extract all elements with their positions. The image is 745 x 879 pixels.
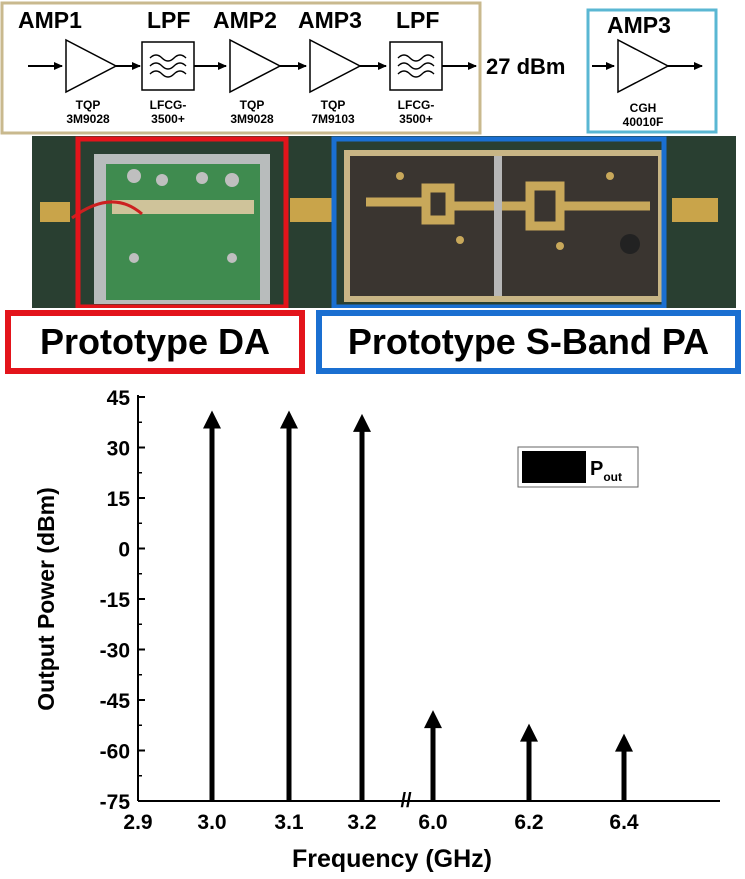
- filter-icon-lpf2: [389, 41, 443, 91]
- part-number: CGH: [630, 101, 657, 115]
- part-number: 3M9028: [230, 112, 274, 126]
- amplifier-icon-amp2: [229, 38, 282, 94]
- part-number: 7M9103: [311, 112, 355, 126]
- y-tick-label: 45: [107, 387, 131, 410]
- part-number: TQP: [240, 98, 265, 112]
- arrow-head-icon: [280, 410, 298, 429]
- prototype-pa-label: Prototype S-Band PA: [316, 310, 741, 374]
- part-number: 3M9028: [66, 112, 110, 126]
- y-tick-label: 15: [107, 488, 131, 511]
- output-level-label: 27 dBm: [486, 54, 565, 79]
- stage-label-amp2: AMP2: [213, 7, 277, 33]
- stage-label-lpf1: LPF: [147, 7, 190, 33]
- axis-break-marker: //: [400, 790, 412, 812]
- output-power-chart: Output Power (dBm) Frequency (GHz) 45 30 1…: [33, 387, 720, 873]
- arrow-head-icon: [203, 410, 221, 429]
- legend: Pout: [517, 446, 639, 488]
- y-tick-label: -75: [100, 791, 131, 814]
- y-tick-label: -30: [100, 640, 130, 663]
- filter-icon-lpf1: [141, 41, 195, 91]
- x-tick-label: 6.0: [418, 811, 447, 834]
- x-tick-label: 6.2: [514, 811, 543, 834]
- prototype-photo: [32, 136, 736, 308]
- x-tick-label: 3.2: [347, 811, 376, 834]
- part-number: 3500+: [399, 112, 433, 126]
- part-number: LFCG-: [398, 98, 435, 112]
- pa-highlight-frame: [331, 136, 667, 308]
- arrow-head-icon: [424, 710, 442, 729]
- part-number: 40010F: [623, 115, 664, 129]
- stage-label-amp1: AMP1: [18, 7, 82, 33]
- y-tick-label: 0: [118, 539, 130, 562]
- stage-label-lpf2: LPF: [396, 7, 439, 33]
- da-board-image: [71, 154, 270, 304]
- y-tick-label: 30: [107, 438, 130, 461]
- block-diagram: AMP1 LPF AMP2 AMP3 LPF AMP3 27 dBm TQP 3…: [0, 1, 718, 135]
- part-number: TQP: [76, 98, 101, 112]
- x-tick-label: 3.1: [274, 811, 304, 834]
- y-axis-label: Output Power (dBm): [33, 487, 59, 711]
- part-number: 3500+: [151, 112, 185, 126]
- amplifier-icon-amp1: [65, 38, 118, 94]
- part-number: LFCG-: [150, 98, 187, 112]
- arrow-head-icon: [520, 723, 538, 742]
- legend-label: Pout: [590, 458, 622, 484]
- plot-axes: 45 30 15 0 -15 -30 -45 -60 -752.9 3.0 3.1 3.2 6.0 6.2…: [100, 387, 720, 834]
- y-tick-label: -60: [100, 741, 130, 764]
- pa-board-image: [344, 150, 664, 302]
- x-tick-label: 2.9: [123, 811, 152, 834]
- x-tick-label: 3.0: [197, 811, 226, 834]
- sma-connector-icon: [290, 198, 336, 222]
- amplifier-icon-amp3: [309, 38, 362, 94]
- stage-label-amp3: AMP3: [298, 7, 362, 33]
- sma-connector-icon: [672, 198, 718, 222]
- arrow-head-icon: [353, 413, 371, 432]
- x-tick-label: 6.4: [609, 811, 639, 834]
- da-highlight-frame: [75, 136, 289, 308]
- power-arrows: [203, 410, 633, 801]
- amplifier-icon-pa: [617, 38, 670, 94]
- sma-connector-icon: [40, 202, 70, 222]
- part-number: TQP: [321, 98, 346, 112]
- prototype-da-label: Prototype DA: [5, 310, 305, 374]
- legend-swatch: [522, 451, 586, 483]
- x-axis-label: Frequency (GHz): [292, 845, 492, 873]
- y-tick-label: -15: [100, 589, 131, 612]
- arrow-head-icon: [615, 733, 633, 752]
- pa-stage-label: AMP3: [607, 12, 671, 38]
- y-tick-label: -45: [100, 690, 131, 713]
